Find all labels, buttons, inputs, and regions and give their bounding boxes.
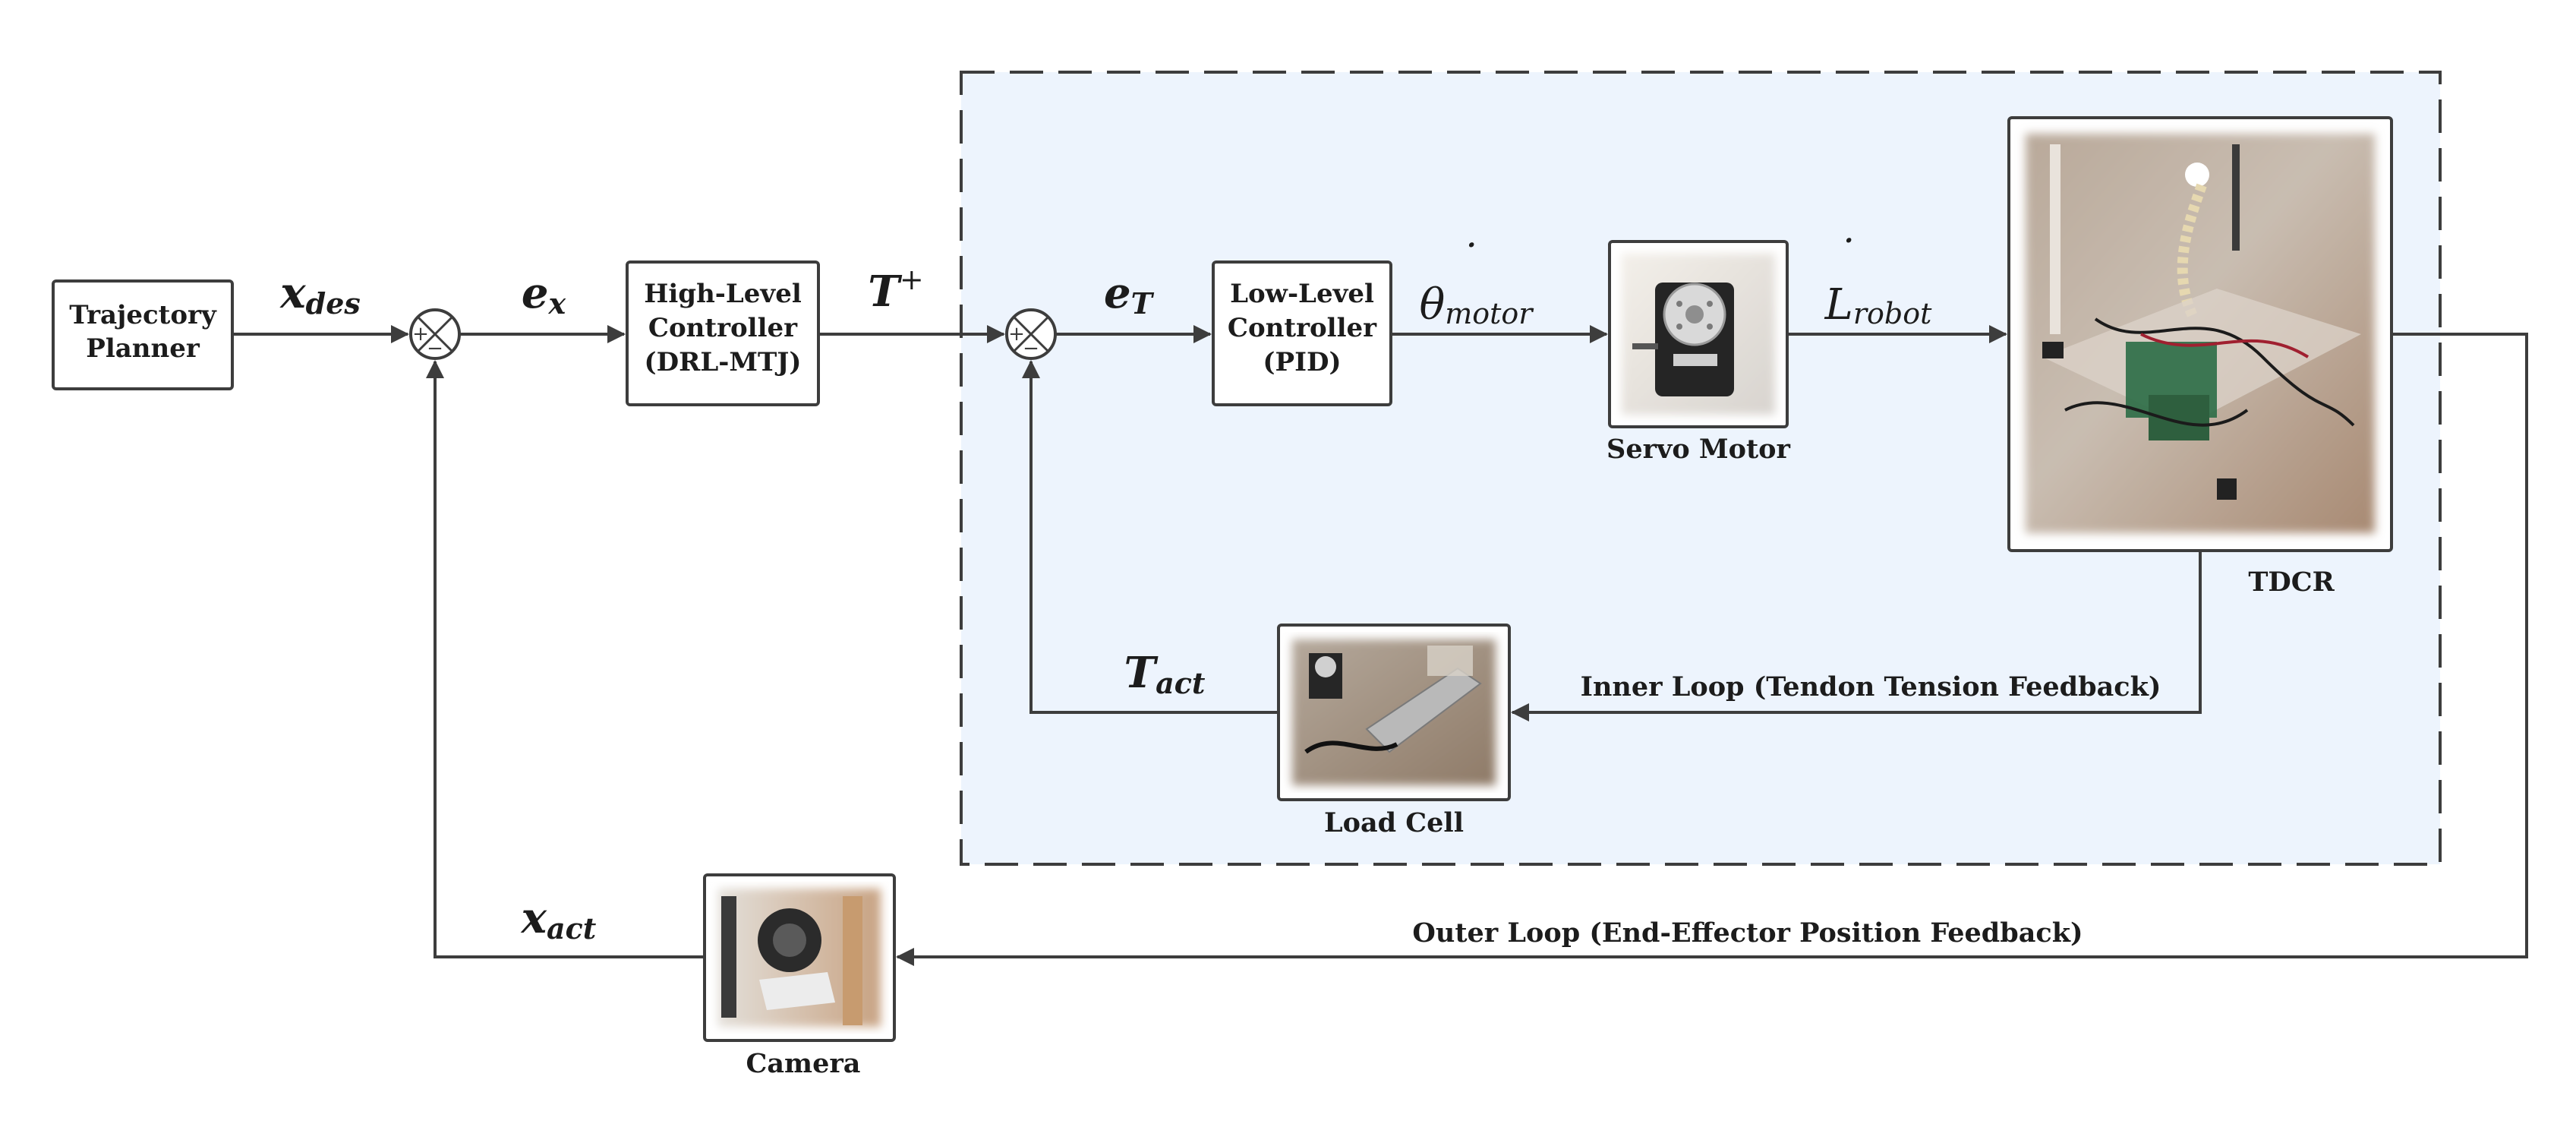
- low-level-controller-line-3: (PID): [1263, 347, 1341, 377]
- inner-loop-label: Inner Loop (Tendon Tension Feedback): [1581, 671, 2161, 702]
- tdcr-caption: TDCR: [2248, 567, 2335, 598]
- arrow-load-cell-to-inner-sum: [1022, 360, 1279, 714]
- inner-summing-junction: + −: [1005, 308, 1057, 360]
- signal-x-des: xdes: [279, 268, 361, 320]
- svg-text:Lrobot: Lrobot: [1824, 280, 1932, 330]
- inner-junction-plus: +: [1008, 323, 1025, 346]
- outer-summing-junction: + −: [409, 308, 461, 360]
- outer-loop-label: Outer Loop (End-Effector Position Feedba…: [1412, 917, 2083, 949]
- trajectory-planner-line-2: Planner: [86, 333, 200, 364]
- trajectory-planner-line-1: Trajectory: [69, 300, 217, 330]
- svg-text:θmotor: θmotor: [1420, 280, 1535, 330]
- signal-theta-dot-motor: θmotor ˙: [1420, 236, 1535, 330]
- connectors: [232, 325, 2528, 966]
- outer-junction-plus: +: [412, 323, 429, 346]
- signal-t-act: Tact: [1124, 648, 1206, 700]
- low-level-controller-line-1: Low-Level: [1230, 279, 1374, 309]
- inner-junction-minus: −: [1023, 337, 1039, 360]
- camera-photo: [718, 889, 881, 1027]
- low-level-controller-line-2: Controller: [1228, 313, 1377, 343]
- signal-l-dot-robot: Lrobot ˙: [1824, 232, 1932, 330]
- tdcr-block: TDCR: [2007, 116, 2393, 598]
- camera-block: Camera: [703, 873, 896, 1079]
- load-cell-photo: [1292, 639, 1496, 785]
- high-level-controller-line-2: Controller: [648, 313, 798, 343]
- signal-e-t: eT: [1104, 268, 1155, 320]
- load-cell-caption: Load Cell: [1324, 807, 1464, 838]
- high-level-controller-block: High-Level Controller (DRL-MTJ): [626, 260, 820, 406]
- load-cell-block: Load Cell: [1277, 624, 1511, 838]
- outer-junction-minus: −: [427, 337, 443, 360]
- servo-motor-caption: Servo Motor: [1606, 434, 1790, 465]
- trajectory-planner-block: Trajectory Planner: [52, 279, 234, 390]
- low-level-controller-block: Low-Level Controller (PID): [1212, 260, 1392, 406]
- signal-t-plus: T+: [868, 263, 924, 317]
- tdcr-photo: [2026, 134, 2375, 533]
- arrow-tdcr-to-camera: [896, 333, 2528, 966]
- high-level-controller-line-1: High-Level: [644, 279, 802, 309]
- l-dot-mark: ˙: [1834, 232, 1856, 281]
- servo-motor-block: Servo Motor: [1606, 240, 1791, 465]
- camera-caption: Camera: [746, 1048, 861, 1079]
- servo-motor-photo: [1622, 254, 1775, 415]
- arrow-tdcr-to-load-cell: [1511, 551, 2202, 721]
- high-level-controller-line-3: (DRL-MTJ): [645, 347, 802, 377]
- arrow-camera-to-outer-sum: [426, 360, 705, 958]
- theta-dot-mark: ˙: [1457, 236, 1478, 286]
- signal-e-x: ex: [522, 268, 567, 320]
- signal-x-act: xact: [521, 893, 597, 946]
